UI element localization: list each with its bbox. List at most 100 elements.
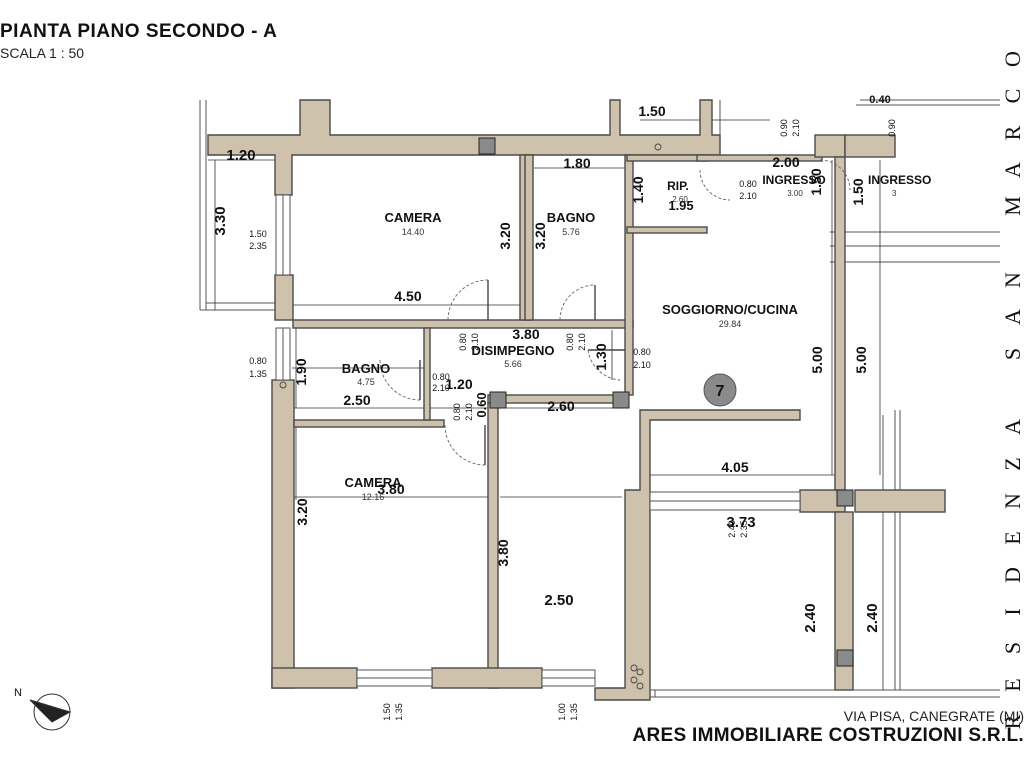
thin-lines	[199, 99, 1000, 698]
room-area: 3.00	[787, 189, 803, 198]
room-area: 2.60	[672, 195, 688, 204]
room-area: 5.76	[562, 227, 580, 237]
dimension-label: 1.50	[638, 103, 665, 119]
footer-company: ARES IMMOBILIARE COSTRUZIONI S.R.L.	[632, 725, 1024, 746]
column	[478, 137, 496, 155]
opening-label: 2.10	[464, 403, 474, 421]
side-title-letter: C	[1000, 88, 1024, 104]
room-name: BAGNO	[342, 361, 390, 376]
room-name: CAMERA	[384, 210, 442, 225]
side-title-letter: N	[1000, 272, 1024, 288]
columns	[478, 137, 854, 667]
dimension-label: 1.20	[226, 147, 255, 164]
room-name: CAMERA	[344, 475, 402, 490]
room-name: INGRESSO	[868, 173, 931, 187]
compass-label: N	[14, 687, 22, 699]
opening-label: 0.90	[887, 119, 897, 137]
dimension-label: 3.80	[495, 539, 511, 566]
opening-label: 0.80	[458, 333, 468, 351]
side-title-letter: E	[1000, 531, 1024, 545]
dimension-label: 2.40	[802, 603, 819, 632]
dimension-label: 2.40	[864, 603, 881, 632]
opening-label: 1.50	[249, 229, 267, 239]
dimension-label: 1.40	[630, 176, 646, 203]
opening-label: 2.10	[470, 333, 480, 351]
room-area: 4.75	[357, 377, 375, 387]
dimension-label: 1.30	[593, 343, 609, 370]
door-leaves	[419, 280, 625, 465]
side-title-letter: A	[1000, 419, 1024, 436]
opening-label: 2.35	[739, 520, 749, 538]
opening-label: 2.35	[249, 241, 267, 251]
dimension-label: 5.00	[853, 346, 869, 373]
side-title-letter: N	[1000, 493, 1024, 510]
opening-label: 2.40	[727, 520, 737, 538]
side-title-letter: Z	[1000, 457, 1024, 471]
column	[612, 391, 630, 409]
dimension-label: 3.80	[377, 481, 404, 497]
side-title-letter: O	[1000, 51, 1024, 67]
side-title-letter: D	[1000, 566, 1024, 583]
fixtures	[279, 143, 662, 690]
dimension-labels: 1.50 1.20 1.80 2.00 4.50 3.80 2.50 2.60 …	[212, 94, 891, 633]
dimension-label: 1.50	[850, 178, 866, 205]
side-title-letter: A	[1000, 308, 1024, 325]
dimension-label: 4.05	[721, 459, 748, 475]
room-name: RIP.	[667, 179, 689, 193]
compass: N	[14, 687, 72, 731]
room-labels: CAMERA 14.40 BAGNO 5.76 RIP. 2.60 INGRES…	[342, 173, 932, 502]
opening-label: 2.10	[432, 383, 450, 393]
column	[836, 649, 854, 667]
side-title-letter: E	[1000, 678, 1024, 693]
dimension-label: 3.73	[726, 514, 755, 531]
dimension-label: 3.20	[532, 222, 548, 249]
dimension-label: 4.50	[394, 288, 421, 304]
opening-label: 1.50	[382, 703, 392, 721]
opening-label: 0.80	[452, 403, 462, 421]
opening-label: 0.80	[565, 333, 575, 351]
opening-label: 0.80	[633, 347, 651, 357]
side-title-letter: S	[1000, 347, 1024, 360]
opening-label: 0.80	[432, 372, 450, 382]
room-name: SOGGIORNO/CUCINA	[662, 302, 798, 317]
windows	[275, 194, 801, 687]
dimension-label: 3.20	[294, 498, 310, 525]
dimension-label: 2.50	[544, 592, 573, 609]
side-title-letter: R	[1000, 125, 1024, 141]
dimension-label: 0.60	[474, 392, 489, 417]
room-area: 5.66	[504, 359, 522, 369]
opening-label: 0.80	[249, 356, 267, 366]
plan-scale: SCALA 1 : 50	[0, 45, 85, 61]
opening-label: 2.10	[633, 360, 651, 370]
room-area: 14.40	[402, 227, 425, 237]
dimension-label: 5.00	[809, 346, 825, 373]
dimension-label: 3.20	[497, 222, 513, 249]
opening-labels: 0.90 2.10 0.90 1.50 2.35 0.80 2.10 0.80 …	[249, 119, 897, 721]
dimension-label: 2.60	[547, 398, 574, 414]
room-name: BAGNO	[547, 210, 595, 225]
side-title-letter: I	[1000, 607, 1024, 616]
room-area: 12.16	[362, 492, 385, 502]
side-title-letter: S	[1000, 642, 1024, 655]
opening-label: 1.35	[394, 703, 404, 721]
dimension-label: 1.95	[668, 198, 693, 213]
dimension-label: 3.80	[512, 326, 539, 342]
footer-address: VIA PISA, CANEGRATE (MI)	[843, 708, 1024, 724]
dimension-label: 2.00	[772, 154, 799, 170]
dimension-label: 1.80	[563, 155, 590, 171]
opening-label: 1.35	[569, 703, 579, 721]
side-title-letter: A	[1000, 161, 1024, 178]
walls	[207, 99, 946, 701]
side-title-letter: M	[1000, 196, 1024, 217]
plan-title: PIANTA PIANO SECONDO - A	[0, 21, 278, 42]
opening-label: 1.00	[557, 703, 567, 721]
opening-label: 2.10	[739, 191, 757, 201]
room-name: DISIMPEGNO	[471, 343, 554, 358]
dimension-label: 1.90	[293, 358, 309, 385]
column	[836, 489, 854, 507]
room-name: INGRESSO	[762, 173, 825, 187]
room-area: 3	[892, 189, 897, 198]
door-swings	[379, 159, 851, 466]
